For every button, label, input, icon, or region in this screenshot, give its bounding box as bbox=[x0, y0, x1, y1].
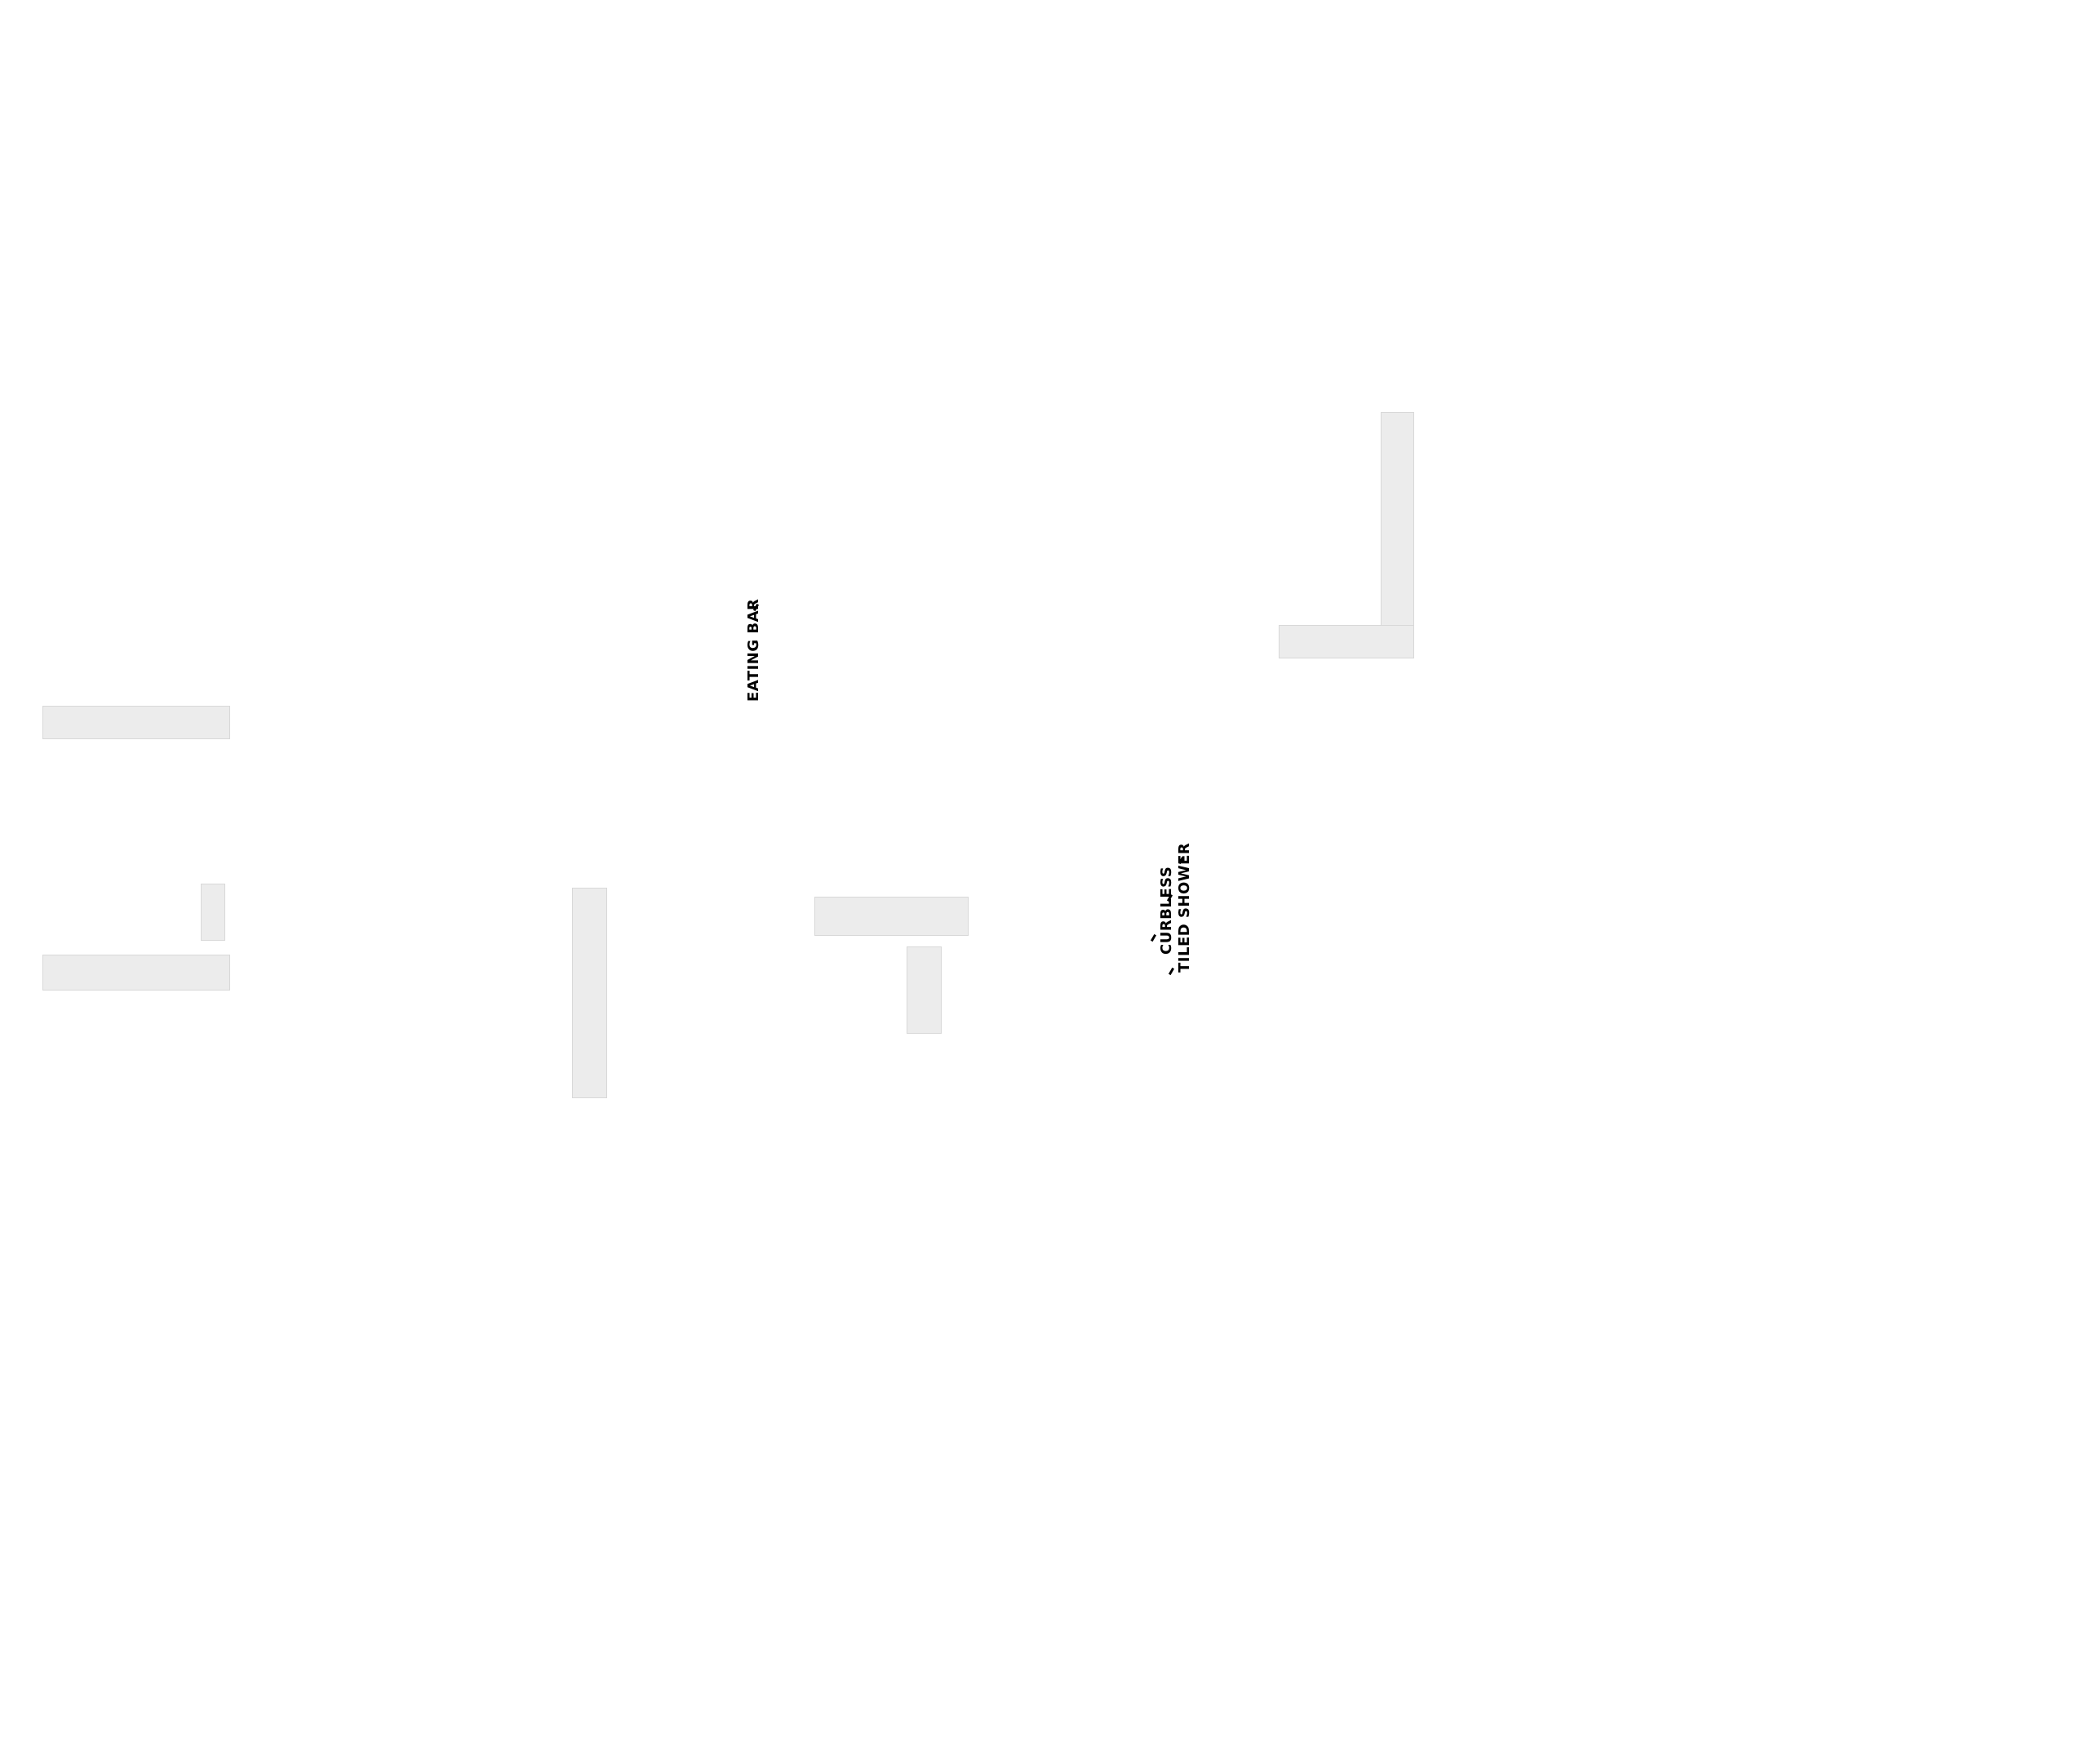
eating-bar-label: EATING BAR bbox=[745, 598, 762, 702]
wall-segment bbox=[572, 888, 607, 1098]
wall-segment bbox=[907, 946, 942, 1034]
wall-segment bbox=[42, 955, 230, 991]
wall-segment bbox=[201, 884, 225, 941]
wall-segment bbox=[1279, 625, 1414, 658]
wall-segment bbox=[42, 706, 230, 739]
dimension-tick bbox=[1150, 933, 1157, 942]
wall-segment bbox=[814, 897, 969, 936]
shower-label-line1: CURBLESS bbox=[1158, 866, 1175, 955]
wall-segment bbox=[1381, 412, 1414, 658]
dimension-tick bbox=[1168, 967, 1175, 976]
